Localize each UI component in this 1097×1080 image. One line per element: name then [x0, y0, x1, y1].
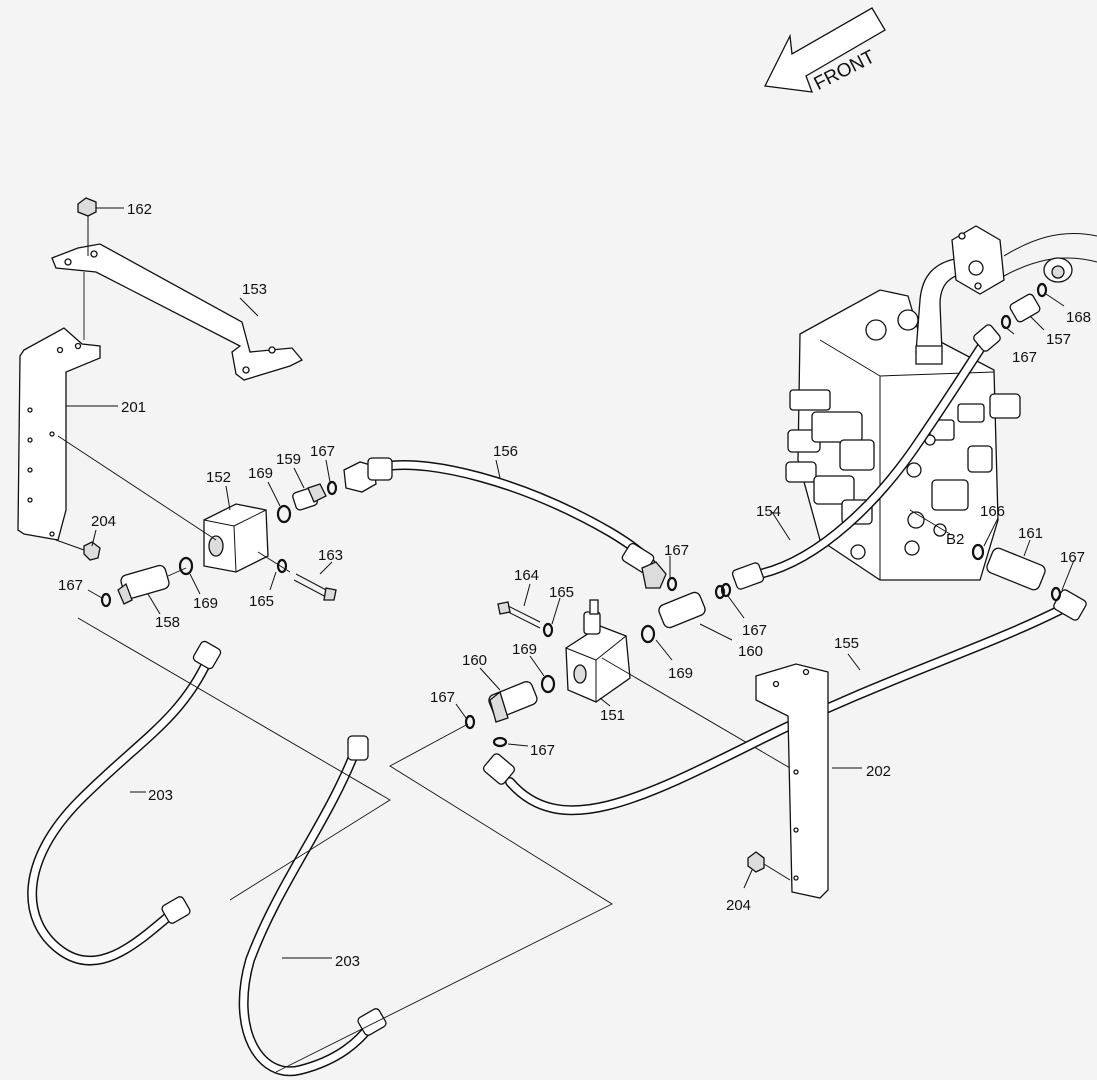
bolt-204-right	[747, 851, 791, 881]
hose-203-lower	[238, 735, 387, 1077]
callout-164: 164	[514, 567, 539, 584]
callout-167-b: 167	[58, 577, 83, 594]
callout-163: 163	[318, 547, 343, 564]
callout-152: 152	[206, 469, 231, 486]
fitting-157	[1009, 293, 1041, 323]
fitting-161	[986, 547, 1046, 591]
callout-204-right: 204	[726, 897, 751, 914]
leader-lines	[66, 207, 1075, 959]
callout-167-g: 167	[1060, 549, 1085, 566]
block-152	[203, 503, 269, 573]
fitting-158	[117, 564, 170, 605]
callout-202: 202	[866, 763, 891, 780]
callout-166: 166	[980, 503, 1005, 520]
hose-156	[343, 457, 667, 589]
callout-162: 162	[127, 201, 152, 218]
callout-160-b: 160	[738, 643, 763, 660]
callout-203-upper: 203	[148, 787, 173, 804]
ring-169-lower	[178, 556, 194, 576]
callout-169-a: 169	[248, 465, 273, 482]
callout-201: 201	[121, 399, 146, 416]
callout-161: 161	[1018, 525, 1043, 542]
callout-160-a: 160	[462, 652, 487, 669]
callout-165-a: 165	[249, 593, 274, 610]
callout-159: 159	[276, 451, 301, 468]
bolt-204-left	[55, 539, 101, 561]
hose-203-upper	[27, 640, 222, 966]
port-b2-label: B2	[946, 531, 964, 548]
callout-167-f: 167	[742, 622, 767, 639]
callout-165-b: 165	[549, 584, 574, 601]
fitting-160-lower	[488, 681, 538, 723]
callout-151: 151	[600, 707, 625, 724]
callout-167-d: 167	[430, 689, 455, 706]
bracket-153	[51, 243, 304, 381]
callout-167-a: 167	[310, 443, 335, 460]
bolt-163	[293, 573, 337, 601]
block-151	[565, 599, 631, 703]
bolt-162	[77, 197, 97, 256]
callout-153: 153	[242, 281, 267, 298]
callout-155: 155	[834, 635, 859, 652]
hose-154	[731, 324, 1001, 590]
fitting-160-upper	[658, 591, 706, 629]
callout-169-d: 169	[668, 665, 693, 682]
bracket-202	[755, 663, 829, 899]
callout-169-b: 169	[193, 595, 218, 612]
hose-155	[482, 589, 1087, 816]
front-direction-arrow: FRONT	[764, 7, 886, 95]
callout-167-h: 167	[1012, 349, 1037, 366]
callout-156: 156	[493, 443, 518, 460]
elbow-and-flange	[915, 225, 1097, 365]
bolt-164	[497, 601, 541, 629]
fitting-159	[292, 483, 327, 511]
callout-169-c: 169	[512, 641, 537, 658]
callout-204-left: 204	[91, 513, 116, 530]
callout-154: 154	[756, 503, 781, 520]
callout-167-c: 167	[664, 542, 689, 559]
callout-168: 168	[1066, 309, 1091, 326]
control-valve	[785, 289, 1021, 581]
callout-158: 158	[155, 614, 180, 631]
bracket-201	[17, 327, 101, 541]
callout-203-lower: 203	[335, 953, 360, 970]
callout-labels: 162 153 201 204 152 169 159 167 156 163 …	[58, 201, 1091, 970]
callout-167-e: 167	[530, 742, 555, 759]
ring-169-upper	[276, 504, 292, 524]
callout-157: 157	[1046, 331, 1071, 348]
